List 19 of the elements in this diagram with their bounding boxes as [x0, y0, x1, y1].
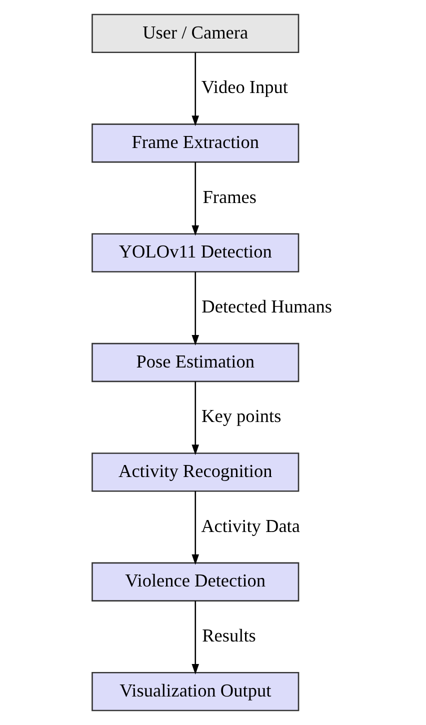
node-box: Violence Detection	[92, 562, 300, 602]
node-box: YOLOv11 Detection	[92, 233, 300, 272]
edge-label: Key points	[202, 406, 282, 426]
node-box: Pose Estimation	[92, 342, 300, 382]
node-box: Frame Extraction	[92, 124, 300, 163]
edge-label: Detected Humans	[202, 296, 332, 316]
node-box: User / Camera	[92, 14, 300, 54]
edge-label: Video Input	[201, 77, 288, 98]
node-box: Visualization Output	[92, 672, 300, 712]
edge-label: Activity Data	[201, 516, 300, 536]
arrow	[192, 162, 200, 236]
edge-label: Frames	[202, 186, 257, 207]
edge-label: Results	[202, 626, 256, 646]
arrow	[192, 52, 200, 126]
node-box: Activity Recognition	[92, 452, 300, 492]
arrow	[192, 381, 200, 456]
arrow	[192, 491, 200, 565]
arrow	[192, 600, 200, 674]
arrow	[192, 272, 200, 346]
